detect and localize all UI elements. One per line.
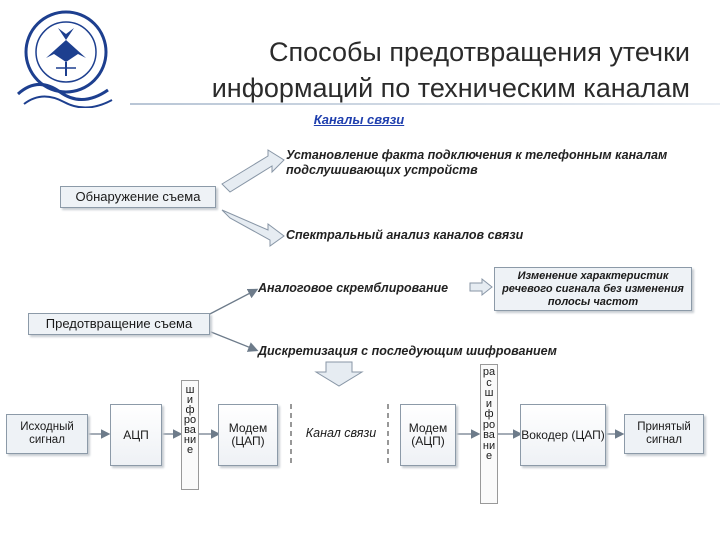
channels-link[interactable]: Каналы связи: [313, 112, 405, 127]
modem-in-box: Модем (АЦП): [400, 404, 456, 466]
received-signal-box: Принятый сигнал: [624, 414, 704, 454]
channel-label: Канал связи: [305, 426, 377, 440]
prevention-box: Предотвращение съема: [28, 313, 210, 335]
title-line-2: информаций по техническим каналам: [211, 73, 690, 103]
analog-scrambling-text: Аналоговое скремблирование: [258, 281, 449, 295]
adc-box: АЦП: [110, 404, 162, 466]
encryption-block: шифрование: [181, 380, 199, 490]
title-line-1: Способы предотвращения утечки: [269, 37, 690, 67]
source-signal-box: Исходный сигнал: [6, 414, 88, 454]
detection-box: Обнаружение съема: [60, 186, 216, 208]
vocoder-box: Вокодер (ЦАП): [520, 404, 606, 466]
encryption-label: шифрование: [183, 384, 197, 456]
connection-detection-text: Установление факта подключения к телефон…: [286, 148, 668, 177]
arrow-to-characteristics: [469, 277, 493, 297]
arrow-to-connection-detection: [221, 149, 285, 193]
decryption-label: расшифрование: [482, 366, 496, 462]
title-divider: [130, 103, 720, 105]
institute-logo: [16, 10, 113, 108]
page-title: Способы предотвращения утечки информаций…: [130, 34, 690, 106]
modem-out-box: Модем (ЦАП): [218, 404, 278, 466]
characteristics-change-box: Изменение характеристик речевого сигнала…: [494, 267, 692, 311]
spectral-analysis-text: Спектральный анализ каналов связи: [286, 228, 524, 242]
arrow-to-discretization: [205, 329, 259, 352]
arrow-to-spectral-analysis: [221, 209, 285, 247]
discretization-text: Дискретизация с последующим шифрованием: [258, 344, 557, 358]
arrow-to-analog-scrambling: [205, 288, 259, 317]
arrow-down-to-pipeline: [314, 361, 364, 387]
decryption-block: расшифрование: [480, 364, 498, 504]
